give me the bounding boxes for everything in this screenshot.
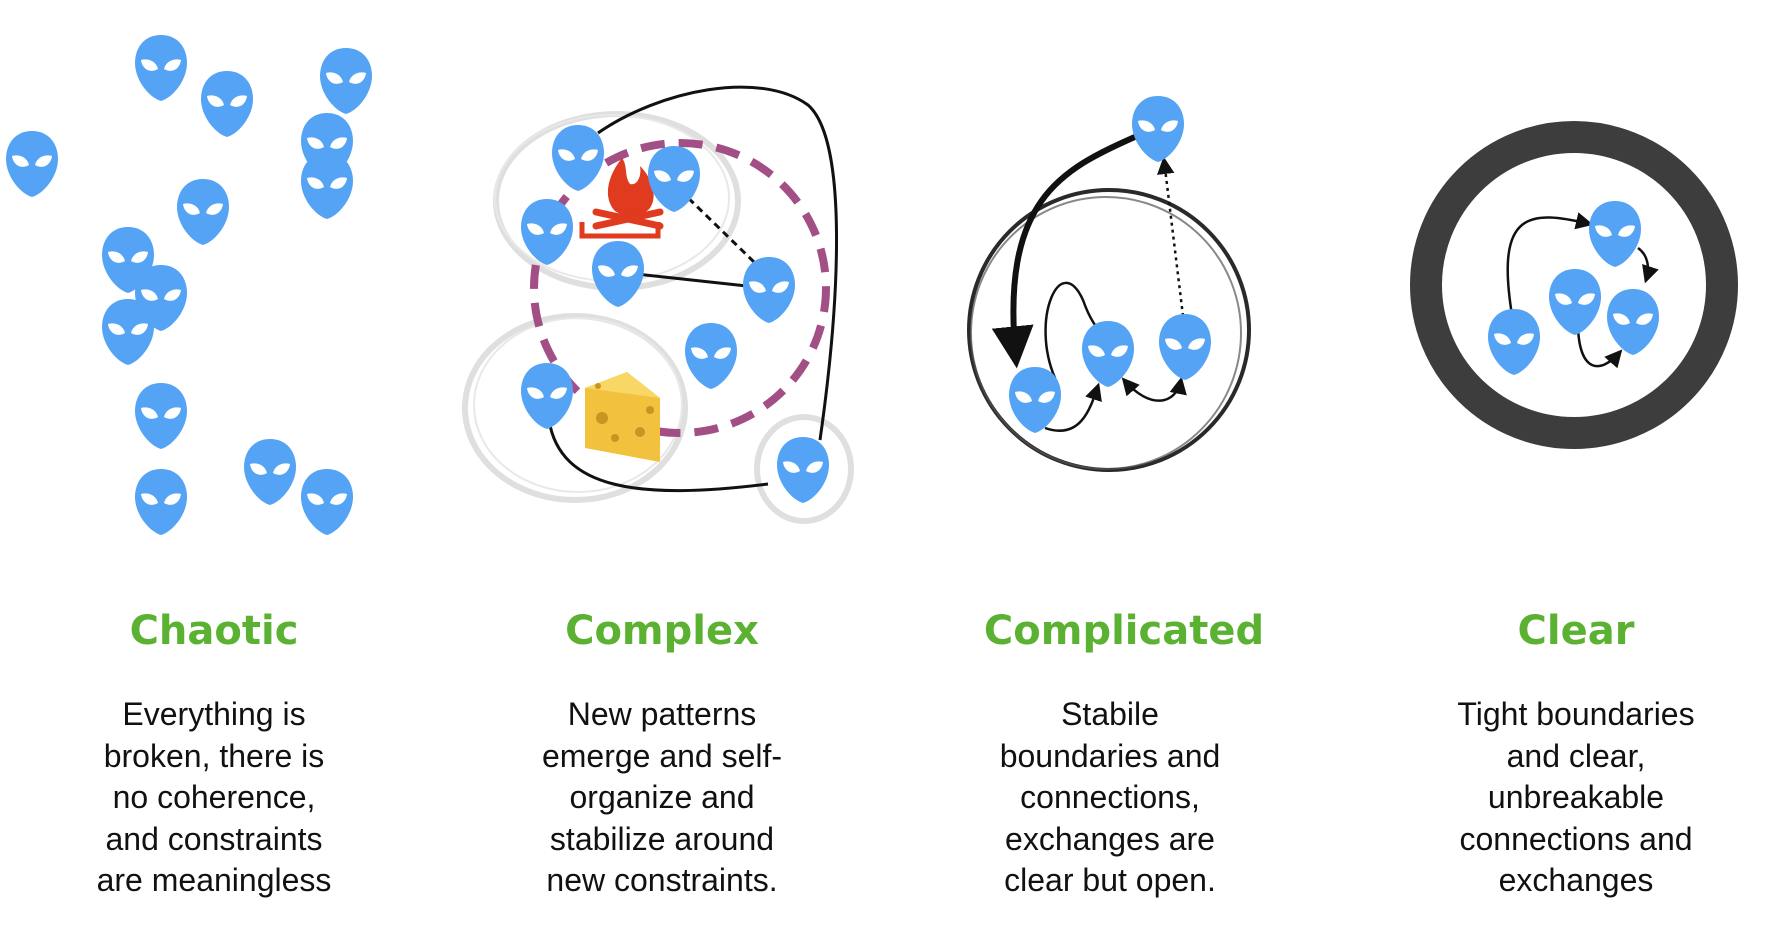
alien-head-icon xyxy=(743,257,795,323)
domain-title-clear: Clear xyxy=(1517,608,1635,654)
alien-head-icon xyxy=(777,437,829,503)
description-line: Stabile xyxy=(1061,696,1159,732)
tight-boundary-ring xyxy=(1410,121,1738,449)
connection-line-dashed xyxy=(678,188,756,264)
stable-boundary-ring xyxy=(967,188,1251,472)
alien-head-icon xyxy=(177,179,229,245)
domain-description-clear: Tight boundaries and clear, unbreakable … xyxy=(1396,694,1756,902)
description-line: Everything is xyxy=(122,696,306,732)
alien-head-icon xyxy=(1159,314,1211,380)
description-line: New patterns xyxy=(567,696,757,732)
exchange-arrow-in xyxy=(991,133,1139,369)
alien-head-icon xyxy=(1589,201,1641,267)
alien-head-icon xyxy=(6,131,58,197)
domain-title-complicated: Complicated xyxy=(983,608,1265,654)
description-line: organize and xyxy=(569,779,755,815)
alien-head-icon xyxy=(521,363,573,429)
alien-head-icon xyxy=(685,323,737,389)
description-line: and constraints xyxy=(105,820,323,857)
clear-arrow-1 xyxy=(1506,212,1594,316)
description-line: boundaries and xyxy=(999,737,1221,774)
domain-description-complex: New patterns emerge and self- organize a… xyxy=(482,694,842,902)
connection-arrow-1 xyxy=(1044,382,1102,432)
boundary-ring-cheese-sketch xyxy=(473,317,683,493)
description-line: unbreakable xyxy=(1487,779,1665,815)
alien-head-icon xyxy=(320,48,372,114)
complex-illustration xyxy=(462,85,854,524)
stable-boundary-ring-sketch xyxy=(970,196,1242,470)
alien-head-icon xyxy=(135,35,187,101)
clear-arrow-2 xyxy=(1637,246,1659,284)
clear-illustration xyxy=(1410,121,1738,449)
campfire-icon xyxy=(579,158,664,239)
description-line: clear but open. xyxy=(1004,862,1216,898)
description-line: Tight boundaries xyxy=(1457,696,1695,732)
alien-head-icon xyxy=(1549,269,1601,335)
connection-line-outer xyxy=(597,85,839,441)
domain-description-chaotic: Everything is broken, there is no cohere… xyxy=(34,694,394,902)
domain-title-chaotic: Chaotic xyxy=(129,608,299,654)
alien-head-icon xyxy=(1132,96,1184,162)
description-line: no coherence, xyxy=(112,779,316,815)
alien-head-icon xyxy=(1009,367,1061,433)
alien-head-icon xyxy=(244,439,296,505)
alien-head-icon xyxy=(301,153,353,219)
domain-title-complex: Complex xyxy=(565,608,759,654)
description-line: emerge and self- xyxy=(541,737,783,774)
alien-head-icon xyxy=(135,383,187,449)
constraint-dashed-ring xyxy=(530,139,830,437)
complicated-illustration xyxy=(967,133,1251,472)
description-line: stabilize around xyxy=(549,820,775,857)
description-line: broken, there is xyxy=(103,737,325,774)
connection-arrow-2 xyxy=(1121,376,1187,402)
description-line: exchanges xyxy=(1498,862,1654,898)
alien-head-icon xyxy=(201,71,253,137)
description-line: new constraints. xyxy=(546,862,778,898)
alien-head-icon xyxy=(521,199,573,265)
alien-head-icon xyxy=(301,469,353,535)
clear-arrow-3 xyxy=(1576,327,1623,369)
alien-head-icon xyxy=(552,125,604,191)
boundary-ring-cheese xyxy=(462,313,688,503)
alien-head-icon xyxy=(592,241,644,307)
connection-line-bottom xyxy=(547,419,769,493)
description-line: connections, xyxy=(1020,779,1200,815)
exchange-arrow-out-dotted xyxy=(1157,156,1185,317)
alien-head-icon xyxy=(135,469,187,535)
alien-head-icon xyxy=(1488,309,1540,375)
description-line: exchanges are xyxy=(1005,820,1215,857)
cheese-icon xyxy=(585,372,660,462)
description-line: connections and xyxy=(1459,820,1693,857)
description-line: are meaningless xyxy=(96,862,332,898)
alien-head-icon xyxy=(102,299,154,365)
description-line: and clear, xyxy=(1506,737,1646,774)
boundary-ring-loner xyxy=(754,414,854,524)
domain-description-complicated: Stabile boundaries and connections, exch… xyxy=(930,694,1290,902)
alien-head-icon xyxy=(1082,321,1134,387)
alien-head-icon xyxy=(1607,289,1659,355)
